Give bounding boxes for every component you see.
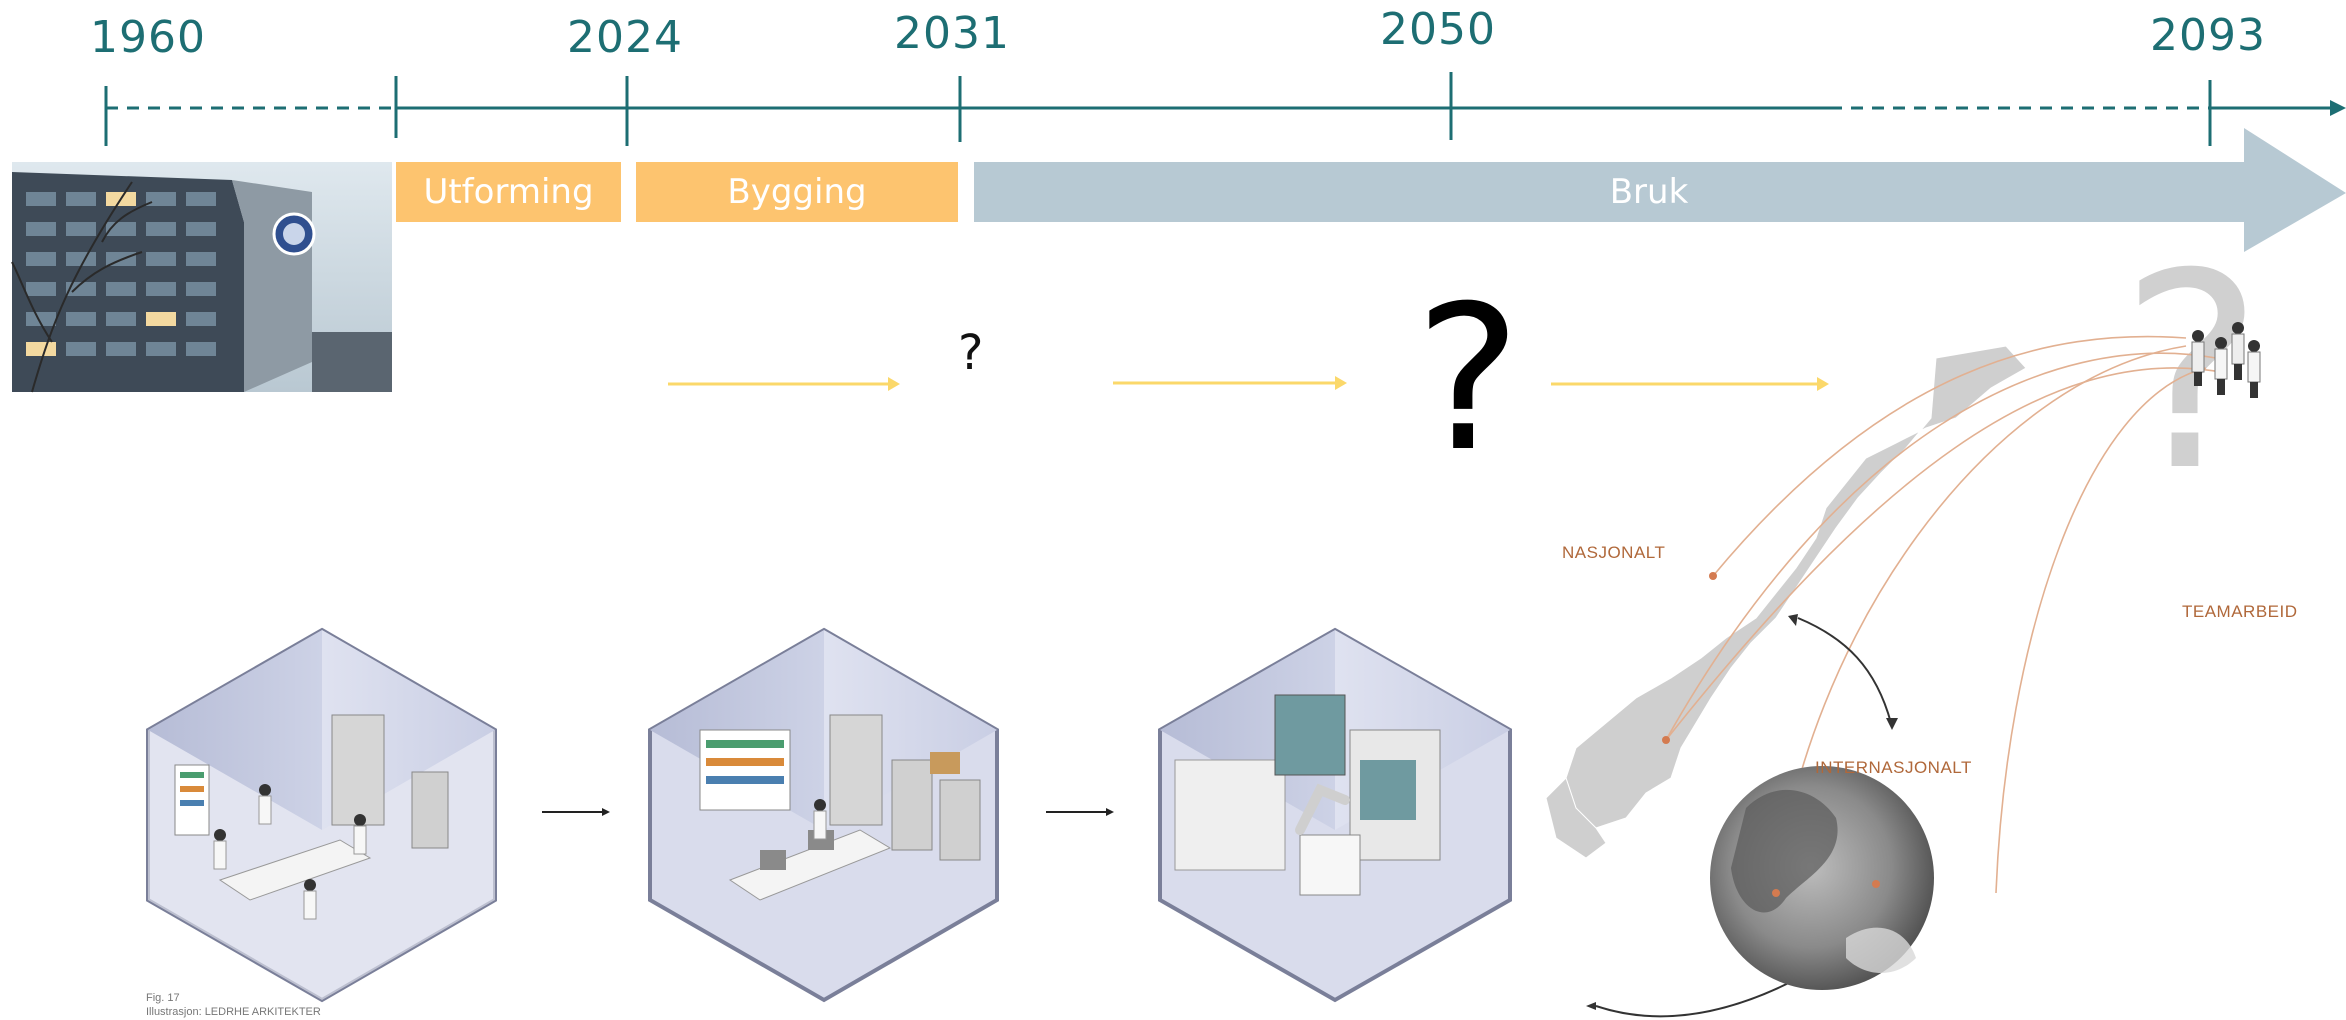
year-1960: 1960: [90, 12, 206, 63]
figure-credit: Illustrasjon: LEDRHE ARKITEKTER: [146, 1006, 321, 1018]
year-2031: 2031: [894, 8, 1010, 59]
year-2050: 2050: [1380, 4, 1496, 55]
team-figures: [2191, 322, 2261, 398]
phase-use-arrow: [974, 128, 2346, 252]
year-2093: 2093: [2150, 10, 2266, 61]
building-photo: [11, 162, 392, 393]
norway-map: [1565, 345, 2027, 829]
phase-design: Utforming: [396, 162, 621, 222]
lab-illustration: [146, 627, 1512, 1003]
question-mark-small: ?: [958, 325, 984, 381]
label-teamwork: TEAMARBEID: [2182, 602, 2298, 621]
timeline-axis: [104, 72, 2346, 146]
label-international: INTERNASJONALT: [1815, 758, 1972, 777]
figure-number: Fig. 17: [146, 992, 180, 1004]
collaboration-map: [1545, 322, 2261, 1018]
lab-room-robotic: [1158, 627, 1512, 1003]
phase-use: Bruk: [1609, 172, 1689, 212]
progress-arrows: [668, 376, 1829, 391]
question-mark-large: ?: [1415, 263, 1522, 496]
label-national: NASJONALT: [1562, 543, 1666, 562]
lab-room-traditional: [146, 627, 497, 1003]
year-2024: 2024: [567, 12, 683, 63]
lab-room-automated: [648, 627, 999, 1003]
phase-build: Bygging: [636, 162, 958, 222]
